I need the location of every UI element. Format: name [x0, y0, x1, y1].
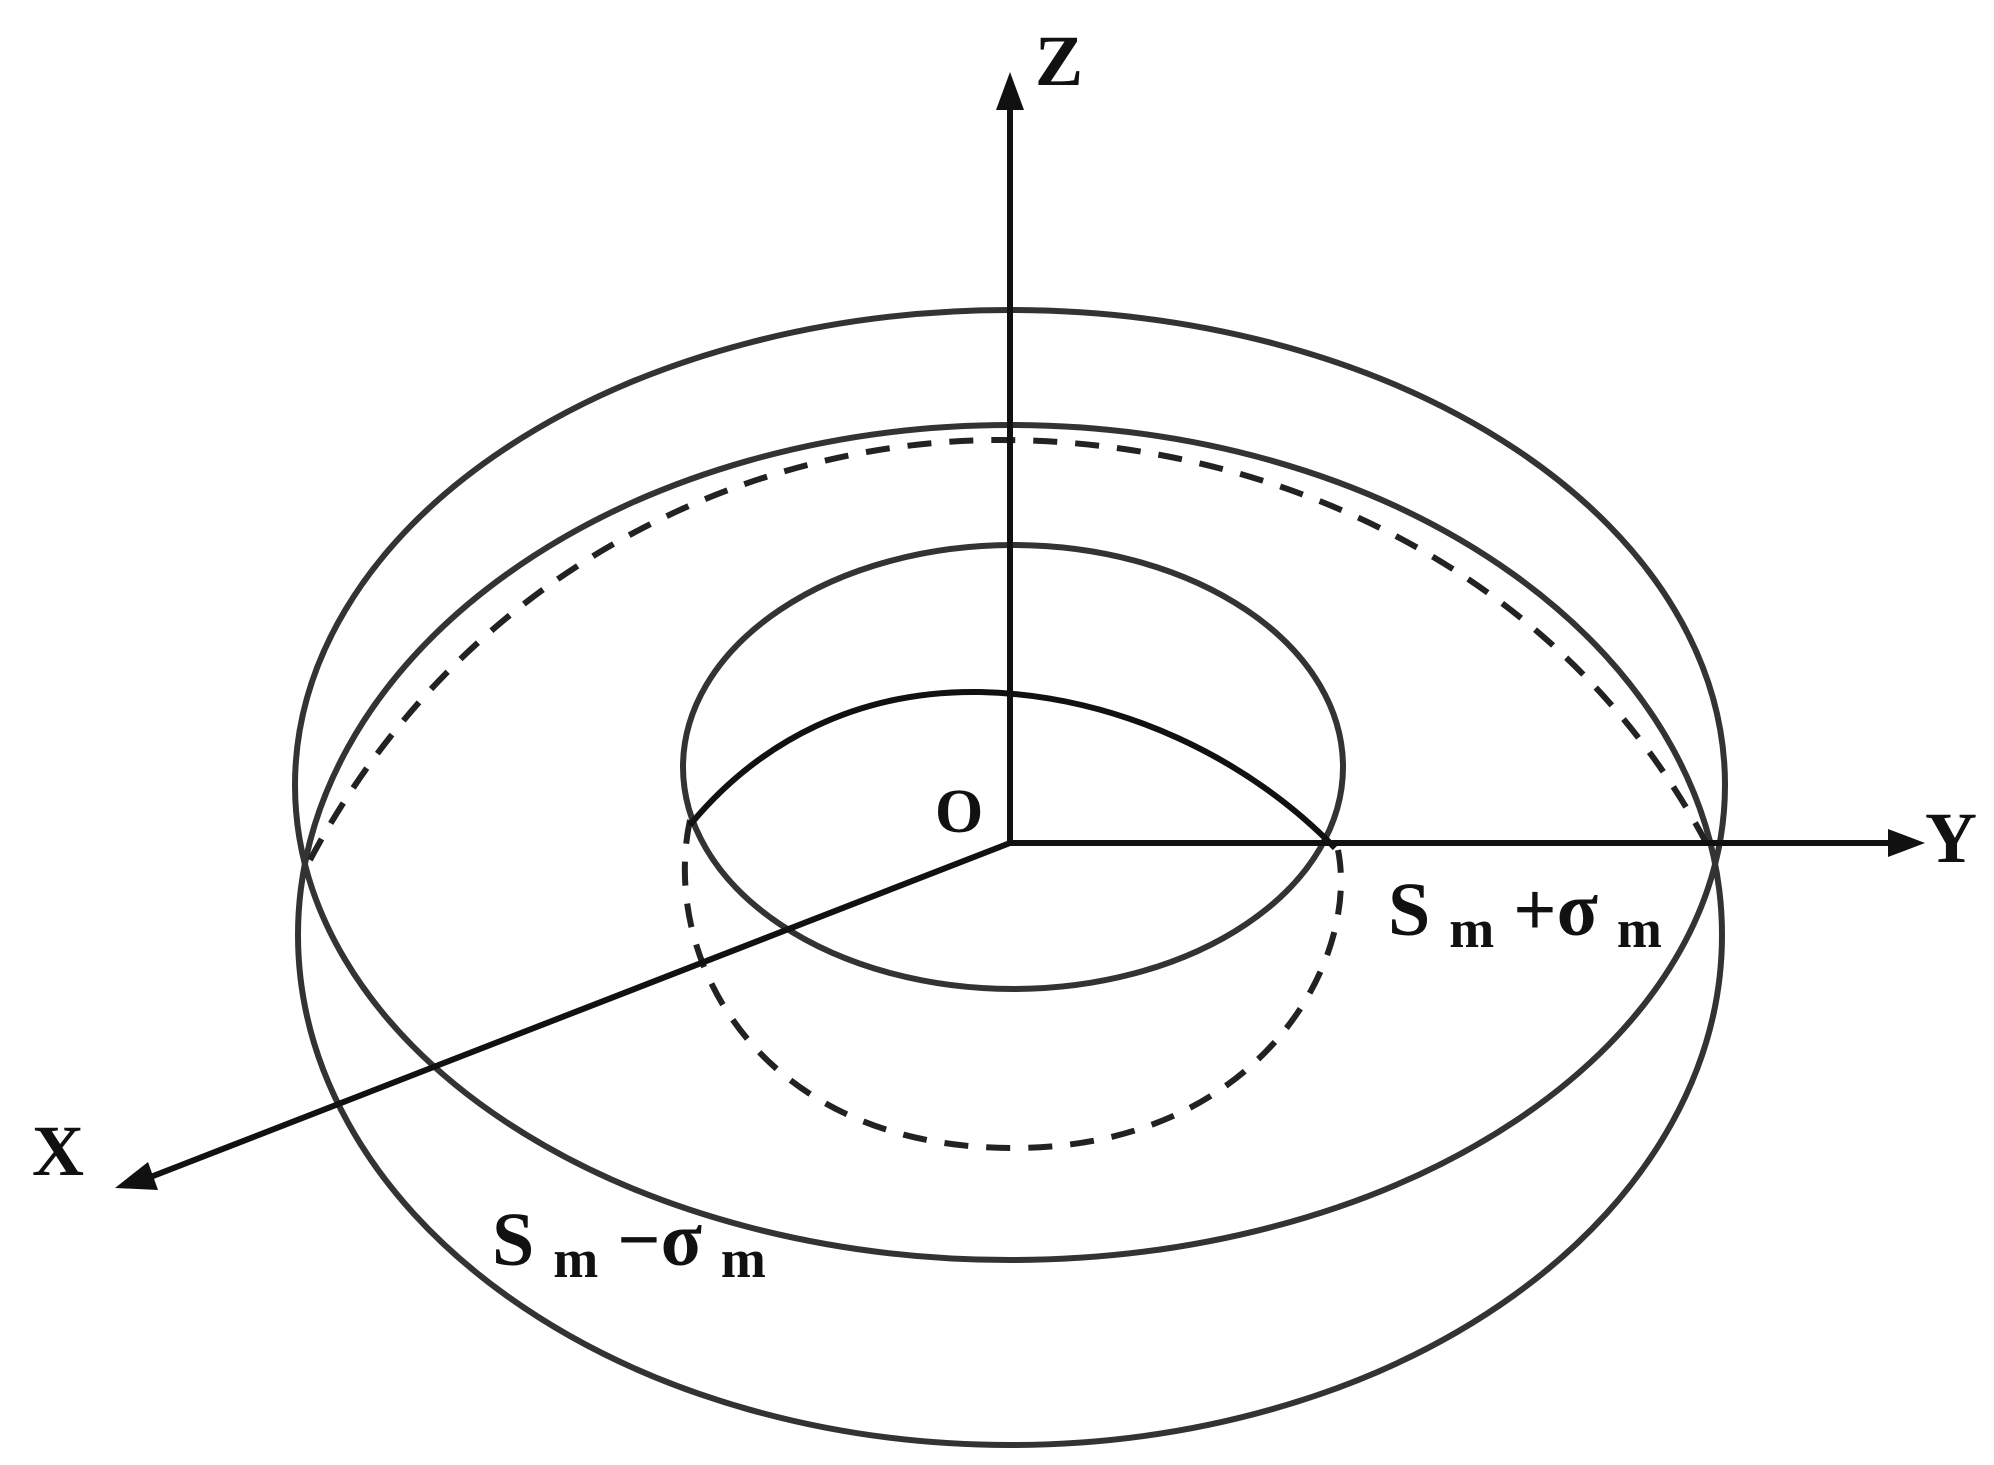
- upper-label-sub1: m: [1449, 899, 1494, 959]
- y-axis-label: Y: [1925, 798, 1977, 878]
- x-axis-label: X: [32, 1111, 84, 1191]
- lower-label-sub2: m: [721, 1229, 766, 1289]
- origin-label: O: [935, 778, 983, 846]
- upper-stress-label: S m +σ m: [1388, 868, 1662, 964]
- x-axis-arrowhead: [115, 1162, 158, 1190]
- upper-label-main: S: [1388, 868, 1430, 952]
- lower-stress-label: S m −σ m: [492, 1198, 766, 1294]
- upper-label-sub2: m: [1617, 899, 1662, 959]
- x-axis-line: [146, 840, 1012, 1181]
- lower-label-main: S: [492, 1198, 534, 1282]
- lower-label-op: −σ: [617, 1198, 702, 1282]
- z-axis-label: Z: [1035, 21, 1083, 101]
- y-axis-arrowhead: [1888, 829, 1925, 857]
- upper-label-op: +σ: [1513, 868, 1598, 952]
- mean-stress-curve: [687, 688, 1338, 851]
- z-axis-arrowhead: [996, 72, 1024, 110]
- dashed-inner-arc-lower: [681, 819, 1344, 1152]
- lower-label-sub1: m: [553, 1229, 598, 1289]
- dashed-mean-arc-outer: [307, 436, 1713, 862]
